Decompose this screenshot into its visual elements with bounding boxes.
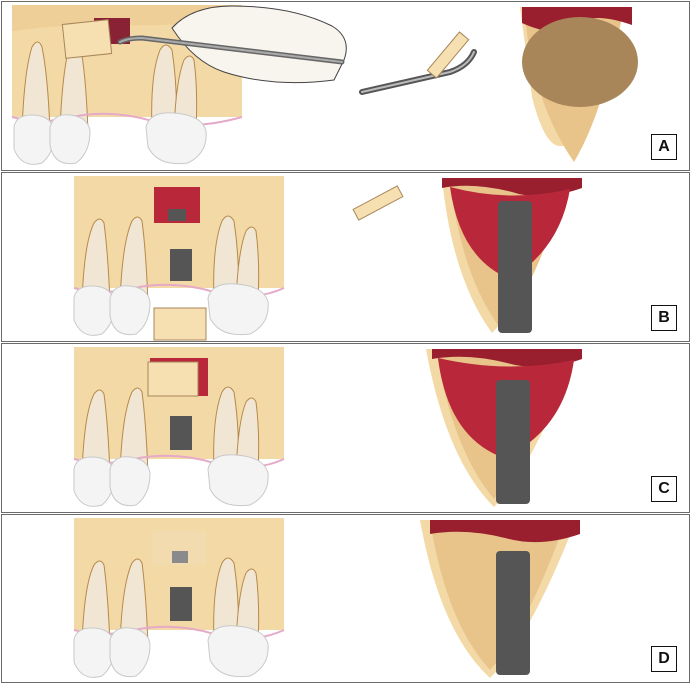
panel-label: D bbox=[651, 646, 677, 672]
panel-a: A bbox=[1, 1, 690, 171]
implant-head bbox=[168, 209, 186, 221]
hand bbox=[171, 5, 347, 84]
sinus-cross-section bbox=[420, 520, 580, 678]
panel-d: D bbox=[1, 514, 690, 683]
implant bbox=[496, 380, 530, 504]
panel-c-illustration bbox=[73, 347, 582, 507]
panel-label: C bbox=[651, 476, 677, 502]
panel-d-illustration bbox=[73, 518, 580, 678]
tooth-crowns bbox=[73, 625, 269, 678]
panel-label: B bbox=[651, 305, 677, 331]
bone-lid-fragment bbox=[426, 31, 470, 79]
panel-c: C bbox=[1, 343, 690, 513]
tooth-roots bbox=[81, 386, 260, 475]
bone-lid bbox=[61, 19, 113, 59]
elevator-instrument-hand bbox=[117, 35, 345, 65]
tooth-crowns bbox=[73, 454, 269, 507]
panel-b: B bbox=[1, 172, 690, 342]
tooth-crowns bbox=[13, 112, 207, 165]
implant-body bbox=[170, 249, 192, 281]
bone-lid bbox=[153, 307, 207, 341]
implant bbox=[498, 201, 532, 333]
implant-body bbox=[170, 416, 192, 450]
bone-lid-replaced bbox=[147, 361, 199, 397]
implant-body bbox=[170, 587, 192, 621]
tooth-roots bbox=[81, 215, 260, 304]
sinus-cross-section bbox=[520, 7, 638, 162]
tooth-roots bbox=[21, 38, 198, 133]
sinus-membrane bbox=[430, 520, 580, 543]
sinus-cross-section bbox=[442, 178, 582, 333]
panel-a-illustration bbox=[11, 5, 638, 165]
elevator-instrument bbox=[359, 49, 477, 95]
panel-b-illustration bbox=[73, 176, 582, 341]
implant bbox=[496, 551, 530, 675]
tooth-crowns bbox=[73, 283, 269, 336]
bone-lid-fragment bbox=[352, 185, 404, 221]
sinus-air bbox=[522, 17, 638, 107]
implant-head bbox=[172, 551, 188, 563]
tooth-roots bbox=[81, 557, 260, 646]
panel-label: A bbox=[651, 134, 677, 160]
sinus-cross-section bbox=[426, 349, 582, 507]
